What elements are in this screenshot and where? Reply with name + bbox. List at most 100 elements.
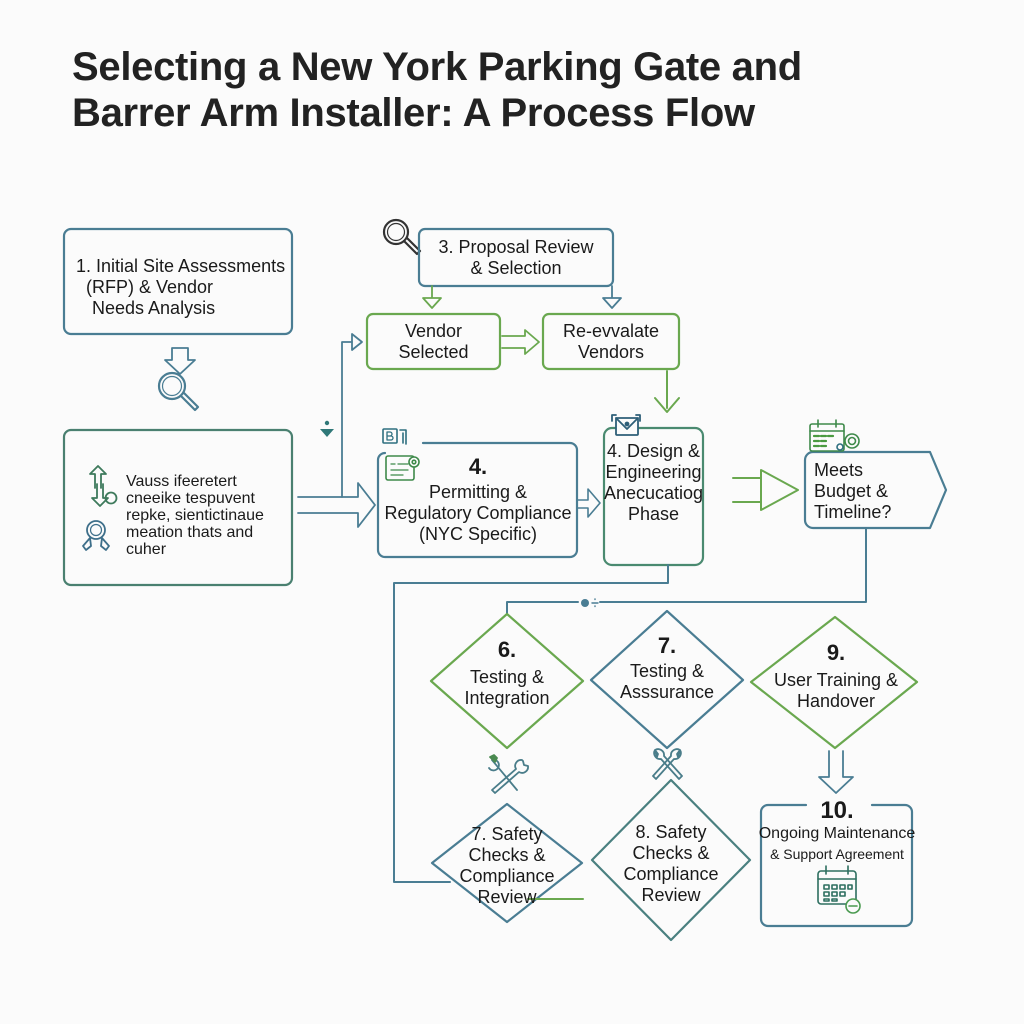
connector-up-to-vendor-selected [341,341,353,498]
magnifier-icon-proposal [382,218,422,256]
node-vendor-selected-text: Vendor Selected [367,321,500,363]
design-line: 4. Design & [606,441,701,461]
node-safety8-diamond[interactable] [590,778,752,942]
safety8-line: Checks & [632,843,710,863]
arrow-design-to-budget [732,469,799,511]
node-budget-text: Meets Budget & Timeline? [814,460,924,523]
node-vendor-selected-box[interactable] [365,312,502,371]
permitting-line: (NYC Specific) [418,524,538,544]
node-proposal-box[interactable] [417,227,615,288]
design-line: Anecucatiog [604,483,704,503]
proposal-line: 3. Proposal Review [438,237,594,257]
safety7-line: Checks & [468,845,546,865]
arrow-training-to-maintenance [818,750,854,794]
node-proposal-text: 3. Proposal Review & Selection [419,237,613,279]
vendor-selected-line: Selected [398,342,469,362]
training-number: 9. [826,640,846,665]
magnifier-icon [157,371,200,412]
node-vendor-notes-box[interactable] [62,428,294,587]
vendor-notes-line: repke, sientictinaue [126,507,264,524]
node-training-diamond[interactable] [749,615,919,750]
node-maintenance-text: 10. Ongoing Maintenance & Support Agreem… [752,798,922,864]
page-title: Selecting a New York Parking Gate and Ba… [72,44,892,136]
arrow-into-vendor-selected [351,333,363,351]
safety8-line: 8. Safety [635,822,707,842]
node-permitting-box[interactable] [376,441,579,559]
connector-budget-down [599,527,867,603]
arrow-permitting-to-design [577,488,601,518]
node-safety7-text: 7. Safety Checks & Compliance Review [447,824,567,908]
node-initial-text: 1. Initial Site Assessments (RFP) & Vend… [72,256,294,319]
testing-integration-line: Integration [464,688,550,708]
node-design-box[interactable] [602,426,705,567]
node-testing-integration-diamond[interactable] [429,612,585,750]
budget-line: Timeline? [814,502,892,522]
vendor-notes-line: cneeike tespuvent [126,490,255,507]
permitting-line: Regulatory Compliance [384,503,572,523]
safety7-line: Compliance [459,866,555,886]
reevaluate-line: Re-evvalate [562,321,660,341]
title-line-1: Selecting a New York Parking Gate and [72,45,802,89]
connector-to-testing [506,601,579,615]
safety7-line: Review [477,887,537,907]
node-permitting-text: 4. Permitting & Regulatory Compliance (N… [378,454,578,545]
arrow-proposal-to-reevaluate [602,285,622,309]
arrow-proposal-to-vendor [422,285,442,309]
envelope-icon [611,414,641,436]
testing-assurance-line: Testing & [629,661,705,681]
budget-line: Budget & [814,481,889,501]
pin-icon [82,520,110,551]
document-icon [382,428,420,481]
arrow-reevaluate-down [654,370,680,413]
node-reevaluate-text: Re-evvalate Vendors [543,321,679,363]
safety7-line: 7. Safety [471,824,543,844]
node-reevaluate-box[interactable] [541,312,681,371]
pin-marker-icon [320,420,334,437]
arrows-updown-icon [89,465,118,507]
safety8-line: Review [641,885,701,905]
node-maintenance-box[interactable] [759,803,914,928]
permitting-number: 4. [468,454,488,479]
maintenance-line: & Support Agreement [770,846,904,862]
calendar-gear-icon [809,419,860,452]
reevaluate-line: Vendors [577,342,645,362]
node-testing-assurance-diamond[interactable] [589,609,745,750]
node-safety7-diamond[interactable] [430,802,584,924]
maintenance-line: Ongoing Maintenance [758,825,916,842]
junction-marker-icon [581,598,599,608]
node-initial-line: 1. Initial Site Assessments [76,256,286,276]
arrow-vendor-to-reevaluate [501,329,540,355]
node-testing-assurance-text: 7. Testing & Asssurance [607,633,727,703]
testing-assurance-number: 7. [657,633,677,658]
maintenance-number: 10. [820,797,854,824]
connector-design-down [393,564,669,883]
testing-integration-number: 6. [497,637,517,662]
node-safety8-text: 8. Safety Checks & Compliance Review [611,822,731,906]
title-line-2: Barrer Arm Installer: A Process Flow [72,91,755,135]
vendor-notes-line: cuher [126,541,167,558]
node-initial-line: Needs Analysis [92,298,216,318]
node-vendor-notes-text: Vauss ifeeretert cneeike tespuvent repke… [126,473,296,558]
safety8-line: Compliance [623,864,719,884]
training-line: Handover [796,691,876,711]
design-line: Engineering [605,462,702,482]
permitting-line: Permitting & [428,482,528,502]
vendor-selected-line: Vendor [404,321,463,341]
training-line: User Training & [773,670,899,690]
proposal-line: & Selection [470,258,562,278]
vendor-notes-line: Vauss ifeeretert [126,473,237,490]
budget-line: Meets [814,460,864,480]
calendar-icon [817,865,861,914]
vendor-notes-line: meation thats and [126,524,254,541]
wrench-screwdriver-icon-2 [652,748,683,780]
design-line: Phase [627,504,680,524]
connector-notes-to-permitting [297,482,376,528]
node-initial-box[interactable] [62,227,294,336]
testing-assurance-line: Asssurance [619,682,715,702]
node-budget-box[interactable] [803,450,948,530]
node-initial-line: (RFP) & Vendor [86,277,214,297]
node-testing-integration-text: 6. Testing & Integration [447,637,567,709]
node-training-text: 9. User Training & Handover [766,640,906,712]
arrow-down-1 [164,347,196,375]
